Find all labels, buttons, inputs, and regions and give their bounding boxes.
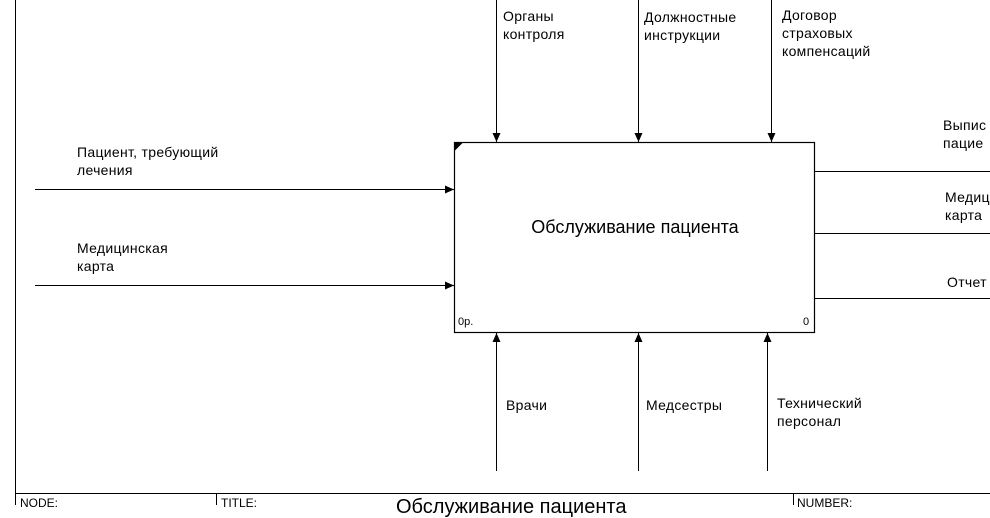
input-label-1: Пациент, требующий лечения bbox=[77, 144, 219, 178]
output-label-3: Отчет bbox=[947, 274, 987, 290]
box-corner-mark bbox=[454, 142, 463, 151]
footer-number-label: NUMBER: bbox=[797, 496, 853, 510]
control-label-2: Должностные инструкции bbox=[644, 9, 737, 43]
footer-title-label: TITLE: bbox=[221, 496, 258, 510]
activity-box[interactable] bbox=[453, 141, 816, 334]
mechanism-label-1: Врачи bbox=[506, 397, 548, 413]
input-label-2: Медицинская карта bbox=[77, 240, 168, 274]
footer-title-value: Обслуживание пациента bbox=[396, 496, 627, 518]
control-label-3: Договор страховых компенсаций bbox=[782, 7, 871, 59]
mechanism-label-2: Медсестры bbox=[646, 397, 723, 413]
activity-title: Обслуживание пациента bbox=[531, 217, 739, 237]
mechanism-label-3: Технический персонал bbox=[777, 395, 862, 429]
box-node-ref: 0р. bbox=[458, 316, 474, 328]
control-label-1: Органы контроля bbox=[503, 8, 565, 42]
footer-node-label: NODE: bbox=[20, 496, 59, 510]
output-label-1: Выпис пацие bbox=[943, 117, 987, 151]
idef0-diagram bbox=[15, 0, 990, 505]
output-label-2: Медиц карта bbox=[945, 189, 990, 223]
box-number: 0 bbox=[803, 316, 810, 328]
